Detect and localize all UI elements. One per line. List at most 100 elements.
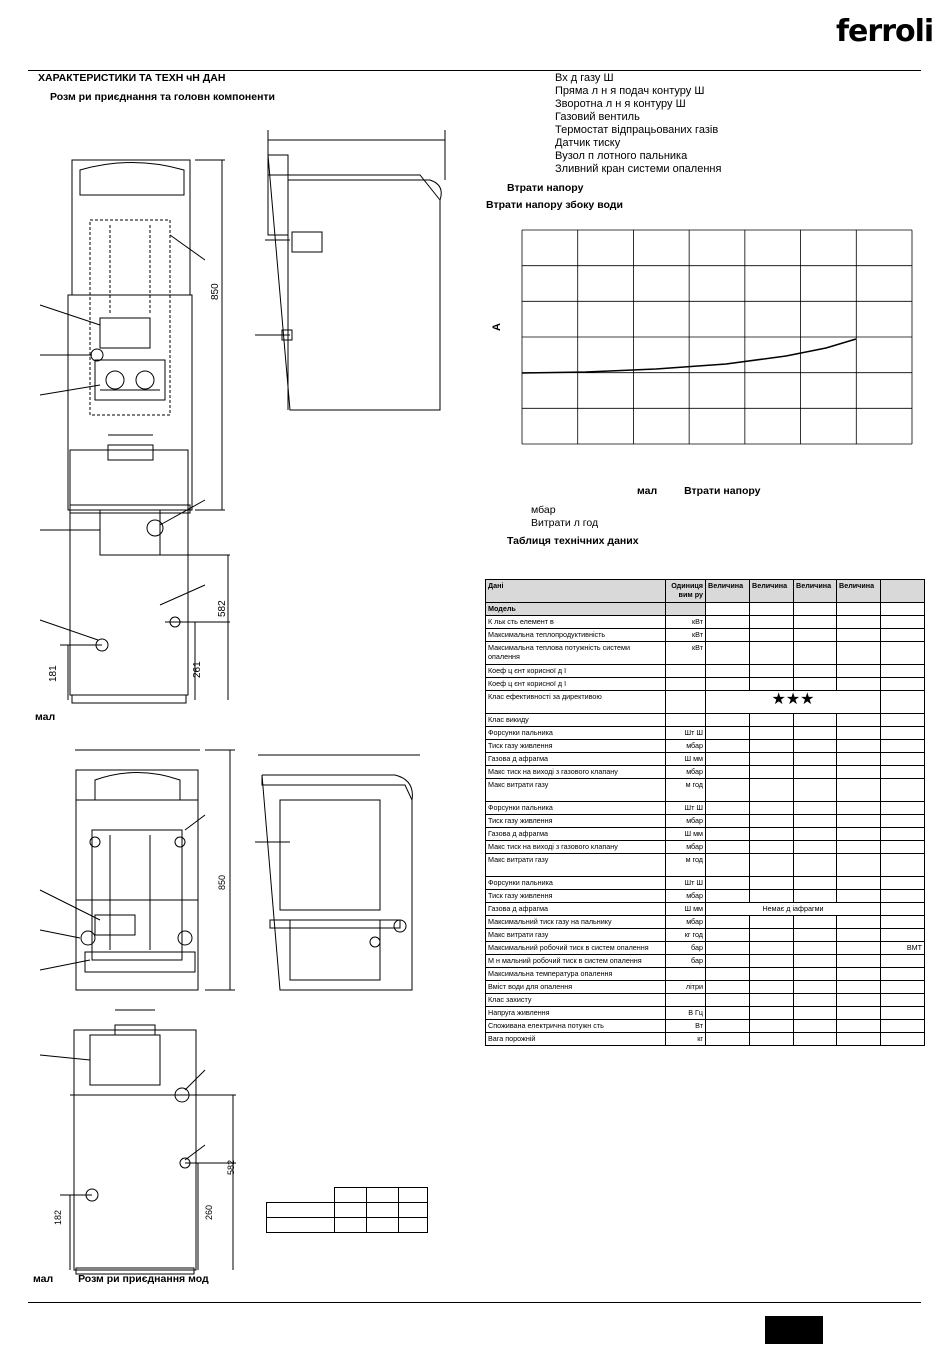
value-cell: [705, 726, 750, 740]
value-cell: [880, 778, 925, 802]
value-cell: [793, 778, 837, 802]
value-cell: [836, 739, 881, 753]
row-label: Тиск газу живлення: [485, 889, 666, 903]
value-cell: [793, 1032, 837, 1046]
value-cell: [705, 993, 750, 1007]
value-cell: [705, 752, 750, 766]
value-cell: [749, 853, 794, 877]
value-cell: [705, 713, 750, 727]
row-label: Газова д афрагма: [485, 902, 666, 916]
components-legend: Вх д газу Ш Пряма л н я подач контуру Ш …: [555, 72, 721, 176]
connections-mini-table: [266, 1187, 428, 1233]
value-cell: [793, 967, 837, 981]
row-unit: літри: [665, 980, 706, 994]
row-unit: кг год: [665, 928, 706, 942]
legend-item: Вузол п лотного пальника: [555, 150, 688, 162]
value-cell: [749, 876, 794, 890]
value-cell: [836, 876, 881, 890]
value-cell: [836, 980, 881, 994]
row-unit: Вт: [665, 1019, 706, 1033]
boiler-side-view-mod: [255, 754, 420, 991]
pressure-loss-caption: мал Втрати напору: [637, 485, 761, 497]
value-cell: [836, 954, 881, 968]
value-cell: [705, 677, 750, 691]
row-unit: [665, 690, 706, 714]
value-cell: [836, 765, 881, 779]
figure-label-1: мал: [35, 711, 56, 723]
section-title: ХАРАКТЕРИСТИКИ ТА ТЕХН чН ДАН: [38, 72, 226, 84]
efficiency-stars: ★★★: [705, 690, 881, 714]
value-cell: [749, 641, 794, 665]
value-cell: [880, 641, 925, 665]
value-cell: [793, 739, 837, 753]
row-unit: бар: [665, 954, 706, 968]
row-note: Немає д іафрагми: [705, 902, 881, 916]
table-row: Максимальний робочий тиск в систем опале…: [485, 941, 925, 955]
row-unit: [665, 602, 706, 616]
row-label: Тиск газу живлення: [485, 739, 666, 753]
value-cell: [705, 739, 750, 753]
value-cell: BMT: [880, 941, 925, 955]
table-header-cell: Величина: [749, 579, 794, 603]
value-cell: [836, 628, 881, 642]
value-cell: [880, 967, 925, 981]
footer-rule: [28, 1302, 921, 1303]
value-cell: [749, 941, 794, 955]
value-cell: [880, 690, 925, 714]
value-cell: [836, 713, 881, 727]
row-unit: бар: [665, 941, 706, 955]
value-cell: [836, 778, 881, 802]
table-header-cell: Одиниця вим ру: [665, 579, 706, 603]
value-cell: [705, 801, 750, 815]
dim-260: 260: [204, 1205, 214, 1220]
value-cell: [836, 726, 881, 740]
value-cell: [880, 677, 925, 691]
value-cell: [836, 827, 881, 841]
value-cell: [880, 1032, 925, 1046]
value-cell: [749, 664, 794, 678]
row-unit: [665, 713, 706, 727]
row-unit: мбар: [665, 739, 706, 753]
value-cell: [836, 664, 881, 678]
value-cell: [793, 641, 837, 665]
table-row: Коеф ц єнт корисної д ї: [485, 677, 925, 691]
row-label: Коеф ц єнт корисної д ї: [485, 664, 666, 678]
value-cell: [880, 615, 925, 629]
table-header-cell: [880, 579, 925, 603]
row-label: Вміст води для опалення: [485, 980, 666, 994]
value-cell: [705, 941, 750, 955]
row-unit: м год: [665, 778, 706, 802]
row-label: Максимальна теплова потужність системи о…: [485, 641, 666, 665]
value-cell: [793, 915, 837, 929]
value-cell: [793, 713, 837, 727]
table-row: Клас захисту: [485, 993, 925, 1007]
value-cell: [705, 664, 750, 678]
value-cell: [880, 954, 925, 968]
value-cell: [705, 980, 750, 994]
row-label: Клас захисту: [485, 993, 666, 1007]
row-unit: Ш мм: [665, 827, 706, 841]
dim-850-mod: 850: [217, 875, 227, 890]
row-unit: Ш мм: [665, 752, 706, 766]
table-header-cell: Дані: [485, 579, 666, 603]
chart-series-line: [521, 338, 857, 374]
row-unit: мбар: [665, 814, 706, 828]
value-cell: [793, 827, 837, 841]
chart-x-unit: Витрати л год: [531, 517, 599, 529]
value-cell: [749, 602, 794, 616]
value-cell: [880, 726, 925, 740]
value-cell: [880, 739, 925, 753]
value-cell: [705, 954, 750, 968]
